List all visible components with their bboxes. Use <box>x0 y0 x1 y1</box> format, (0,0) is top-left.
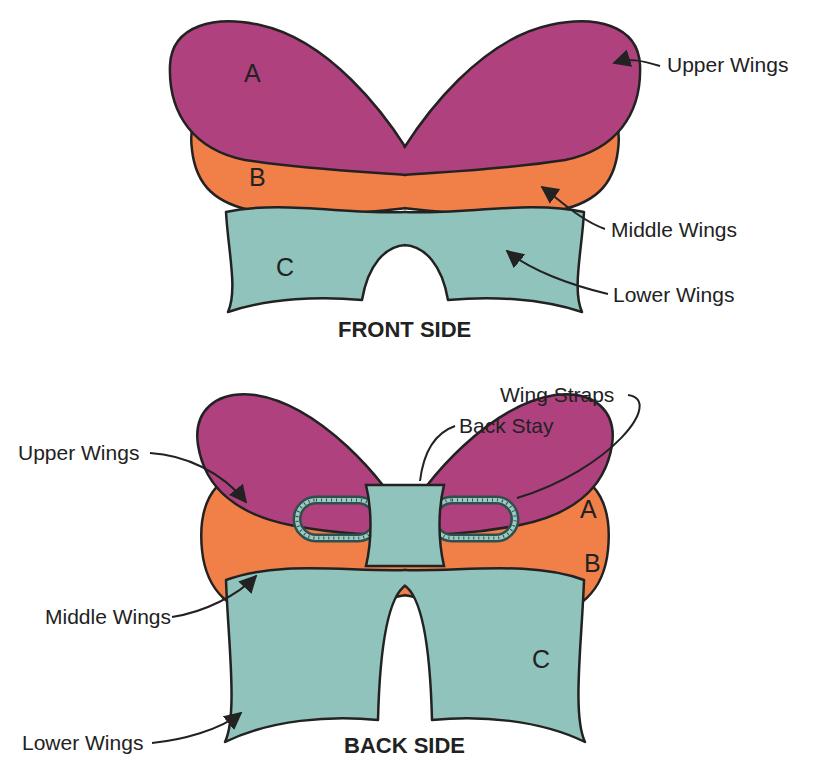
part-name: Wing Straps <box>500 383 614 406</box>
part-letter: B <box>249 164 266 192</box>
part-letter: B <box>584 550 601 578</box>
part-name: Lower Wings <box>22 731 143 754</box>
part-name: Back Stay <box>459 414 554 437</box>
view-heading: FRONT SIDE <box>338 318 471 342</box>
view-heading: BACK SIDE <box>344 734 465 758</box>
part-name: Lower Wings <box>613 283 734 306</box>
part-name: Upper Wings <box>18 441 139 464</box>
part-letter: C <box>276 254 294 282</box>
part-letter: C <box>532 646 550 674</box>
part-letter: A <box>580 496 597 524</box>
part-name: Upper Wings <box>667 53 788 76</box>
part-name: Middle Wings <box>45 605 171 628</box>
part-letter: A <box>244 60 261 88</box>
part-name: Middle Wings <box>611 218 737 241</box>
